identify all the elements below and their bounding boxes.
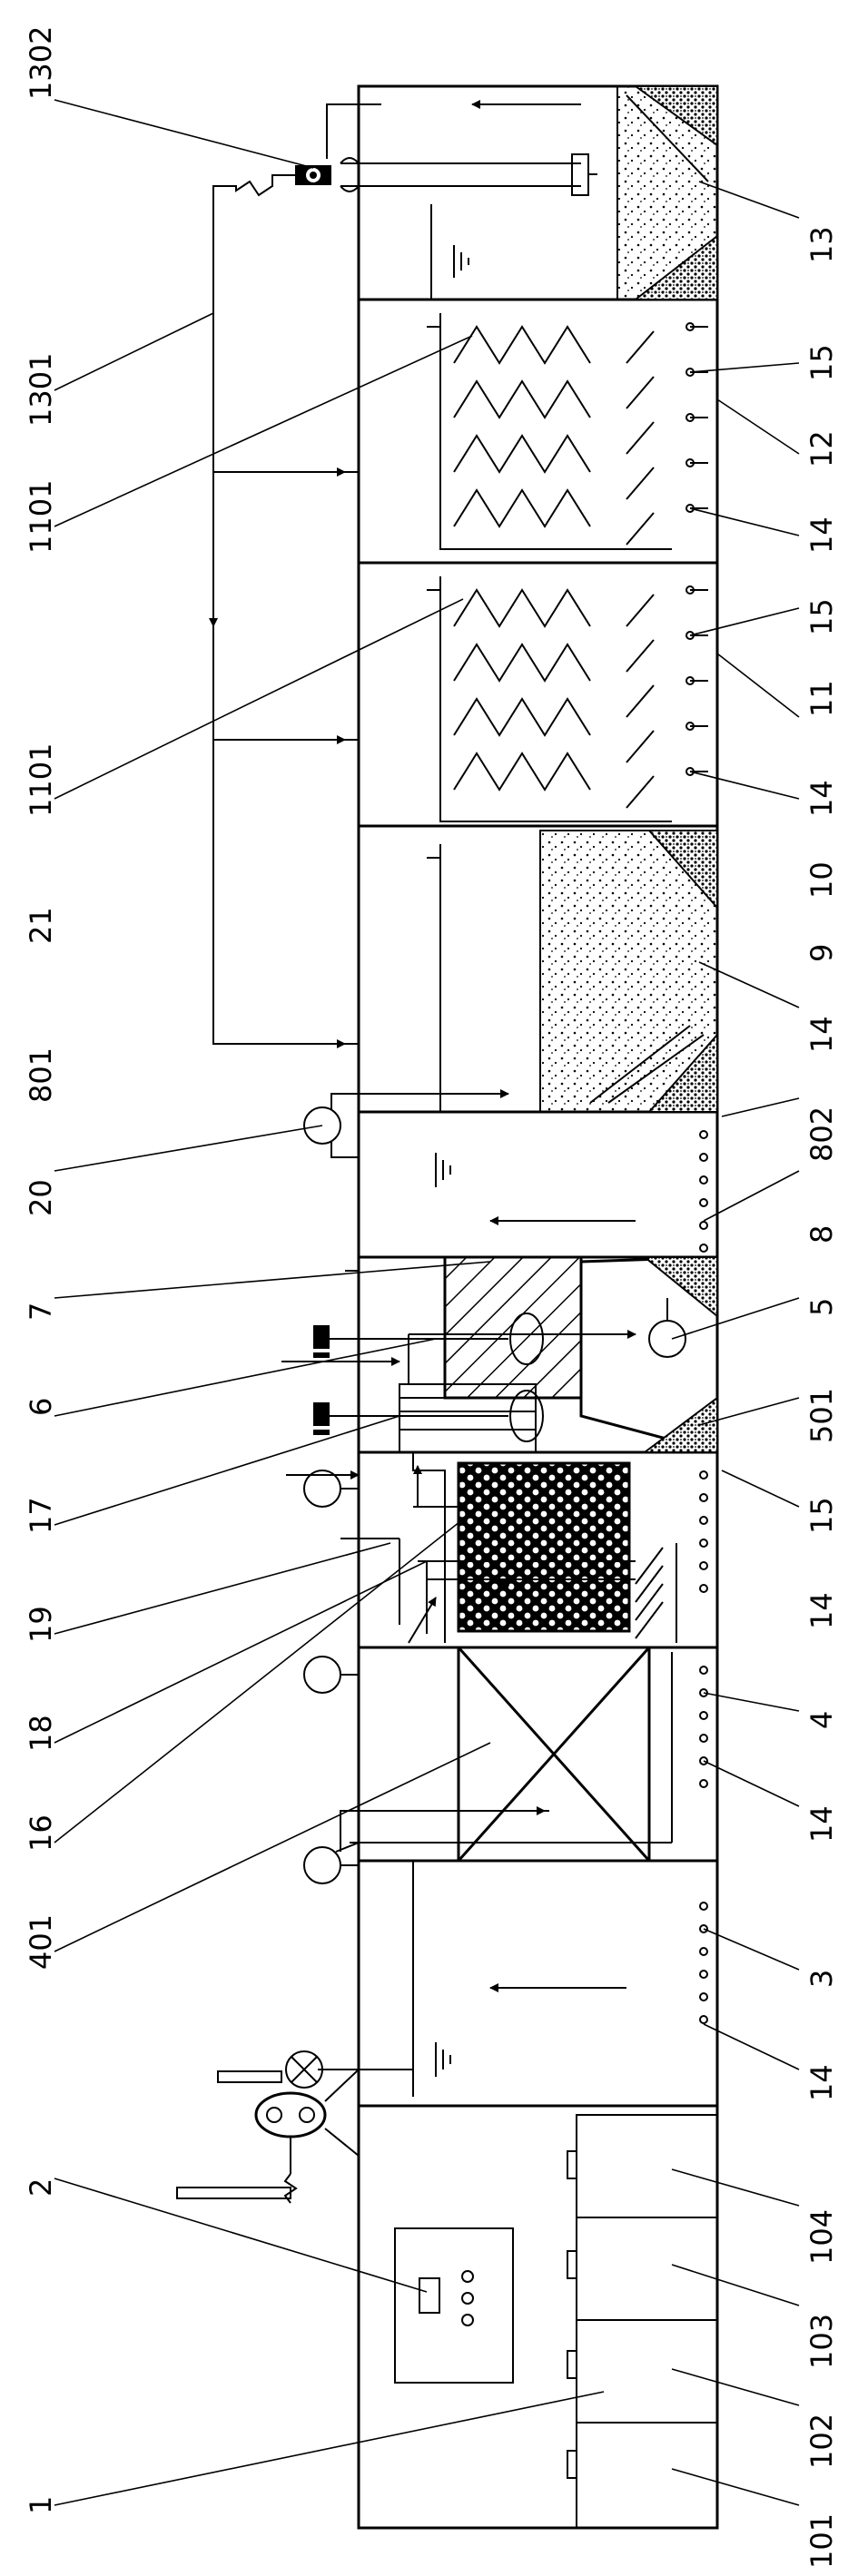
label-18: 18 (24, 1715, 58, 1752)
aerator-row-3 (699, 1902, 708, 2024)
label-802: 802 (804, 1106, 839, 1162)
pump-5 (303, 1470, 359, 1508)
sand-filter-bed (539, 830, 718, 1113)
label-21: 21 (24, 907, 58, 944)
control-room (176, 2069, 718, 2529)
label-19: 19 (24, 1606, 58, 1643)
tank-11 (359, 561, 717, 822)
label-20: 20 (24, 1179, 58, 1216)
reference-labels: 1 2 101 102 103 104 14 3 14 4 14 15 501 … (24, 26, 839, 2569)
label-6: 6 (24, 1398, 58, 1416)
label-1101b: 1101 (24, 480, 58, 554)
inclined-plates-5 (635, 1543, 677, 1643)
tank-3 (285, 1842, 717, 2097)
sludge-outlet (498, 1578, 509, 1589)
flow-meter-icon (285, 2050, 323, 2089)
tank-9 (303, 1089, 717, 1253)
label-101: 101 (804, 2513, 839, 2569)
label-103: 103 (804, 2314, 839, 2369)
level-mark-3 (435, 2042, 451, 2077)
label-7: 7 (24, 1303, 58, 1321)
label-2: 2 (24, 2178, 58, 2197)
label-1: 1 (24, 2496, 58, 2514)
pump-21 (303, 1093, 359, 1158)
label-15c: 15 (804, 344, 839, 381)
label-5: 5 (804, 1298, 839, 1316)
chemical-tanks (567, 2114, 718, 2529)
label-12: 12 (804, 430, 839, 467)
label-14c: 14 (804, 1592, 839, 1629)
label-1101a: 1101 (24, 743, 58, 817)
control-panel (394, 2227, 514, 2384)
label-1301: 1301 (24, 353, 58, 427)
label-15b: 15 (804, 598, 839, 635)
aerator-row-9 (699, 1130, 708, 1253)
tank-5 (286, 1450, 717, 1644)
control-display (419, 2277, 440, 2314)
tank-10 (359, 824, 718, 1113)
label-401: 401 (24, 1914, 58, 1970)
inclined-plates-11 (626, 594, 655, 809)
suction-pipe-1302 (340, 153, 597, 196)
label-14e: 14 (804, 780, 839, 817)
pump-3 (303, 1842, 360, 1884)
aerator-row-12 (685, 322, 708, 513)
label-11: 11 (804, 680, 839, 717)
inlet-pump-assembly (176, 2069, 360, 2204)
aerator-row-4 (699, 1666, 708, 1788)
label-104: 104 (804, 2209, 839, 2265)
leader-lines (54, 99, 800, 2506)
control-knobs (461, 2270, 474, 2326)
inclined-plates-12 (626, 330, 655, 546)
media-bed-501 (457, 1461, 631, 1633)
label-14f: 14 (804, 516, 839, 554)
tank-13 (295, 85, 718, 300)
bio-carrier-1101-b (453, 325, 591, 528)
diffuser-pipes (418, 1560, 636, 1634)
label-8: 8 (804, 1225, 839, 1244)
label-1302: 1302 (24, 26, 58, 100)
filter-block-401 (457, 1646, 651, 1863)
tank-7-8 (281, 1255, 719, 1454)
label-14a: 14 (804, 2064, 839, 2101)
lamella-settler-802 (443, 1255, 583, 1400)
tank-4 (303, 1646, 717, 1863)
label-13: 13 (804, 226, 839, 263)
label-15a: 15 (804, 1497, 839, 1534)
aerator-row-5 (699, 1470, 708, 1593)
label-9: 9 (804, 944, 839, 962)
label-14b: 14 (804, 1805, 839, 1843)
label-17: 17 (24, 1497, 58, 1534)
pump-4 (303, 1656, 359, 1694)
label-10: 10 (804, 861, 839, 899)
aerator-row-11 (685, 585, 708, 776)
sludge-pump-8 (648, 1298, 686, 1358)
tank-12 (359, 298, 717, 550)
label-501: 501 (804, 1388, 839, 1443)
label-14d: 14 (804, 1016, 839, 1053)
level-mark-13 (453, 245, 469, 278)
outlet-pump-1302 (295, 157, 360, 192)
label-3: 3 (804, 1970, 839, 1988)
label-801: 801 (24, 1047, 58, 1103)
label-16: 16 (24, 1814, 58, 1852)
level-mark-9 (435, 1153, 451, 1187)
bio-carrier-1101-a (453, 588, 591, 791)
label-4: 4 (804, 1711, 839, 1729)
label-102: 102 (804, 2414, 839, 2469)
air-distribution-line (209, 174, 359, 1048)
